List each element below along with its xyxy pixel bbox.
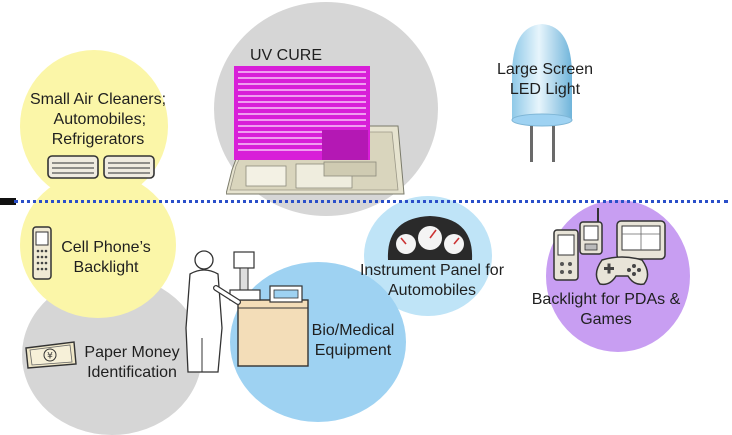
gamepad-icon [594, 256, 650, 286]
label-bio-medical: Bio/Medical Equipment [311, 322, 395, 359]
label-led-light: Large Screen LED Light [496, 61, 594, 98]
uv-cure-machine-icon [226, 66, 406, 198]
pda-icon [552, 226, 582, 282]
cell-phone-icon [32, 226, 52, 280]
label-uv-cure: UV CURE [249, 47, 322, 64]
led-bulb-icon [506, 22, 578, 164]
lab-scientist-icon [182, 248, 310, 378]
divider-stub [0, 198, 16, 205]
label-cell-phone: Cell Phone’s Backlight [61, 239, 151, 276]
air-vent-icon [46, 154, 156, 180]
label-pda-games: Backlight for PDAs & Games [531, 291, 681, 328]
dotted-divider-line [14, 200, 728, 203]
handheld-device-icon [576, 206, 606, 256]
label-instrument-panel: Instrument Panel for Automobiles [359, 262, 505, 299]
svg-text:¥: ¥ [47, 352, 53, 362]
label-air-cleaners: Small Air Cleaners; Automobiles; Refrige… [29, 91, 167, 148]
tablet-icon [616, 220, 666, 260]
gauge-cluster-icon [384, 212, 476, 262]
label-paper-money: Paper Money Identification [84, 344, 180, 381]
banknote-icon: ¥ [22, 340, 78, 370]
